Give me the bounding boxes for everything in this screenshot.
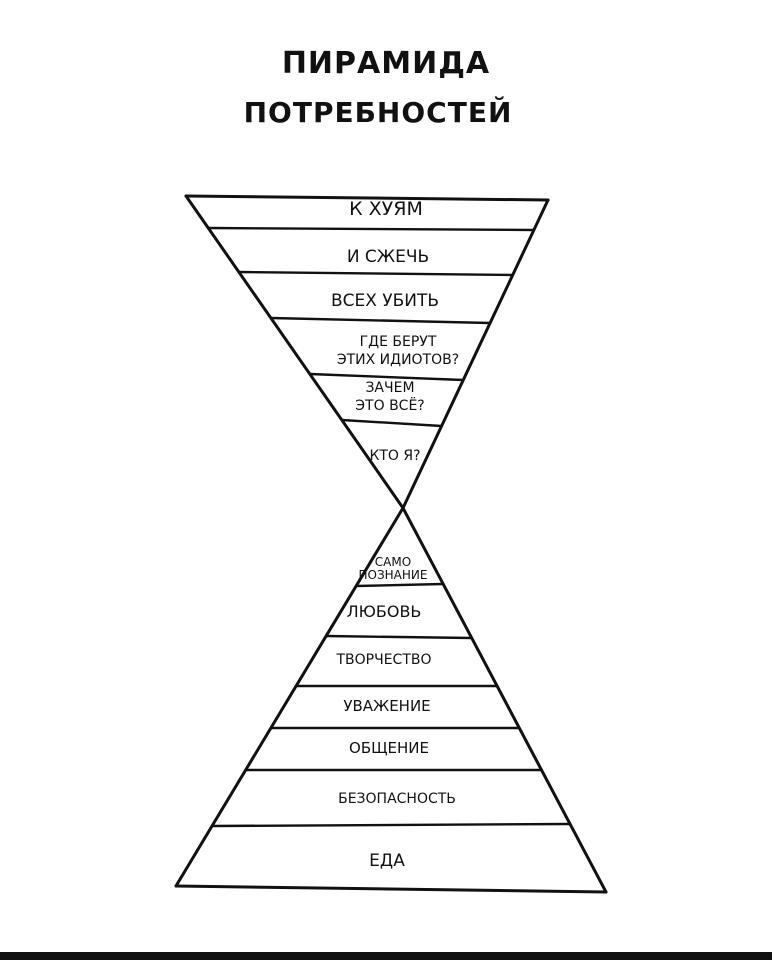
top-level-label-5-line-1: ЗАЧЕМ <box>365 380 414 396</box>
diagram-title-line-2: ПОТРЕБНОСТЕЙ <box>243 96 513 129</box>
top-level-label-4-line-1: ГДЕ БЕРУТ <box>360 334 437 350</box>
bottom-level-label-7: ЕДА <box>369 851 405 871</box>
hourglass-outline <box>174 194 608 894</box>
outline-bottom-left-edge <box>174 506 405 888</box>
bottom-divider-2 <box>324 634 473 640</box>
bottom-level-label-1-line-1: САМО <box>375 555 411 569</box>
bottom-level-label-3: ТВОРЧЕСТВО <box>335 652 431 668</box>
top-divider-5 <box>340 418 443 428</box>
bottom-level-label-5: ОБЩЕНИЕ <box>349 739 429 757</box>
bottom-level-label-2: ЛЮБОВЬ <box>347 602 422 621</box>
bottom-divider-1 <box>354 582 445 588</box>
top-level-label-1: К ХУЯМ <box>349 198 423 220</box>
top-level-label-6: КТО Я? <box>369 448 420 464</box>
level-labels: К ХУЯМ И СЖЕЧЬ ВСЕХ УБИТЬ ГДЕ БЕРУТ ЭТИХ ИДИ… <box>331 198 459 871</box>
top-level-label-4-line-2: ЭТИХ ИДИОТОВ? <box>337 352 459 368</box>
top-level-label-2: И СЖЕЧЬ <box>347 247 429 267</box>
outline-top-right-edge <box>401 198 550 510</box>
outline-bottom-right-edge <box>401 506 608 894</box>
bottom-level-label-6: БЕЗОПАСНОСТЬ <box>338 791 456 807</box>
top-level-label-5-line-2: ЭТО ВСЁ? <box>355 396 424 414</box>
top-divider-4 <box>308 372 465 382</box>
bottom-divider-6 <box>210 822 572 828</box>
top-divider-1 <box>207 226 536 232</box>
outline-top-left-edge <box>184 194 405 510</box>
top-divider-3 <box>269 316 492 325</box>
bottom-level-label-4: УВАЖЕНИЕ <box>343 697 430 715</box>
top-level-label-3: ВСЕХ УБИТЬ <box>331 291 439 311</box>
bottom-level-label-1-line-2: ПОЗНАНИЕ <box>359 568 428 582</box>
diagram-title-line-1: ПИРАМИДА <box>281 46 491 81</box>
bottom-edge-bar <box>0 952 772 960</box>
outline-bottom-edge <box>174 884 608 894</box>
level-dividers <box>207 226 572 828</box>
top-divider-2 <box>237 270 514 277</box>
outline-top-edge <box>184 194 550 202</box>
